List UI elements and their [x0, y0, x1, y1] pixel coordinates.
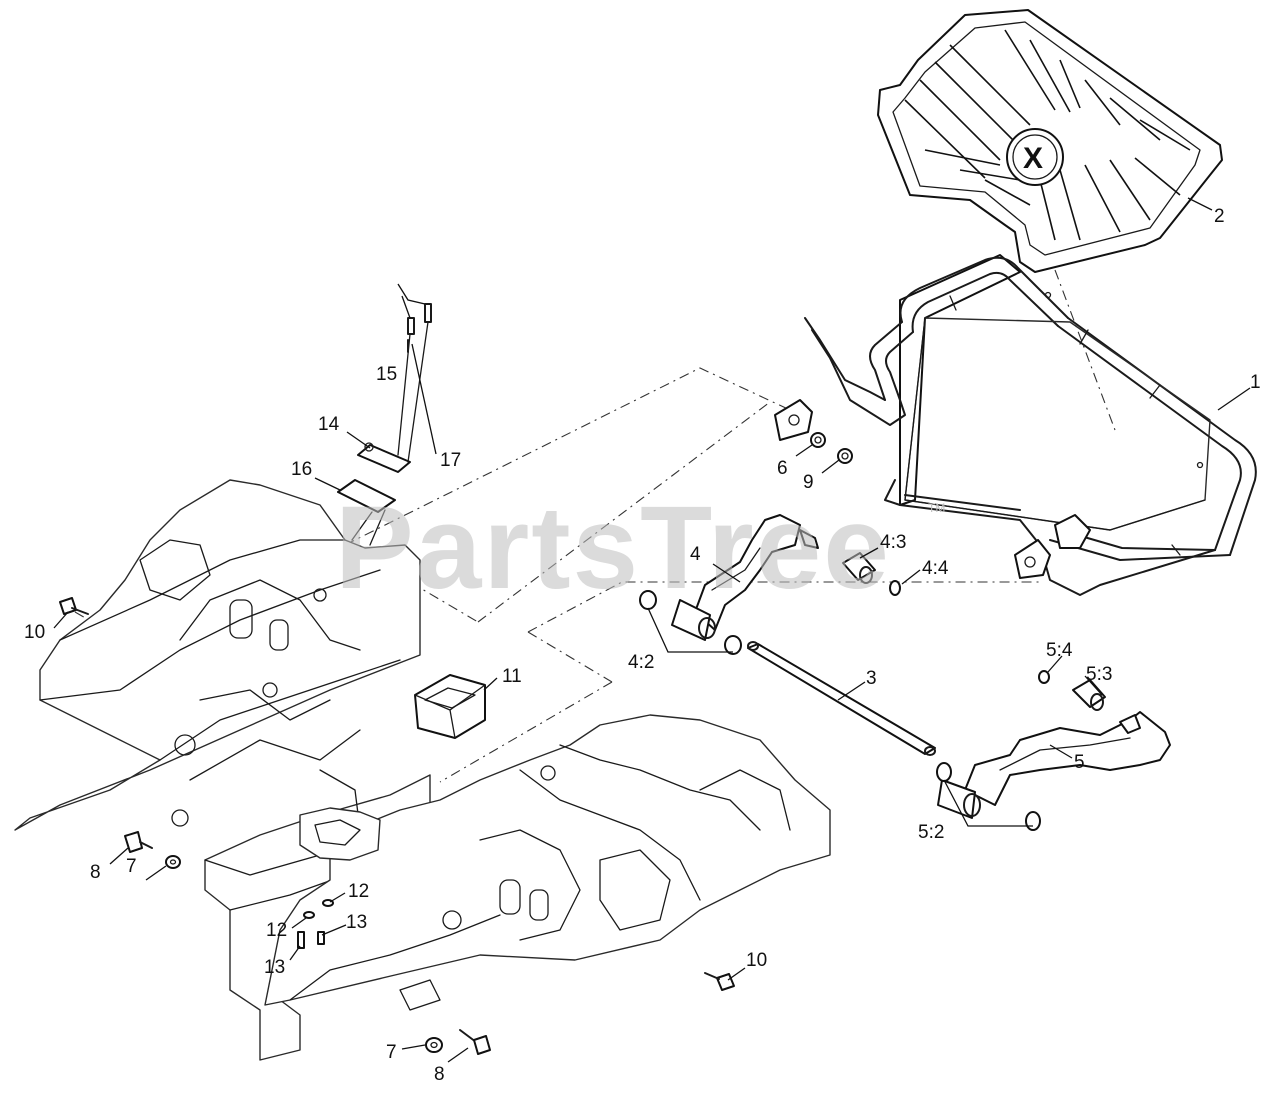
part-5-3-spacer [1072, 679, 1106, 711]
callout-14: 14 [318, 414, 340, 435]
callout-10-upper: 10 [24, 622, 45, 643]
watermark: PartsTree TM [335, 482, 945, 614]
part-7-washer-lower [425, 1037, 443, 1053]
callout-9: 9 [803, 472, 814, 493]
part-5-2-bushings [936, 762, 1041, 831]
part-14-plate [357, 442, 411, 473]
callout-3: 3 [866, 668, 877, 689]
callout-4-3: 4:3 [880, 532, 906, 553]
part-4-4-clip [889, 580, 901, 596]
callout-10-lower: 10 [746, 950, 767, 971]
part-4-pedal-arm [671, 514, 819, 641]
callout-2: 2 [1214, 206, 1225, 227]
part-5-4-clip [1038, 670, 1050, 684]
callout-13-left: 13 [264, 957, 285, 978]
part-1-handle-frame [774, 254, 1257, 596]
part-2-foot-mat: X [877, 9, 1223, 273]
callout-4-4: 4:4 [922, 558, 949, 579]
callout-8-lower: 8 [434, 1064, 445, 1085]
callout-17: 17 [440, 450, 461, 471]
watermark-text: PartsTree [335, 482, 891, 614]
part-10-bolt-lower [704, 972, 735, 991]
callout-8-upper: 8 [90, 862, 101, 883]
callout-5: 5 [1074, 752, 1085, 773]
callout-12-right: 12 [348, 881, 369, 902]
callout-7-upper: 7 [126, 856, 137, 877]
part-4-2-bushings [639, 590, 742, 655]
part-9-nut [837, 448, 853, 464]
center-cross-bracket [299, 807, 381, 861]
part-6-nut [810, 432, 826, 448]
callout-4: 4 [690, 544, 701, 565]
leader-lines [53, 197, 1251, 1063]
part-10-bolt-upper [59, 597, 89, 615]
part-11-bumper-block [414, 674, 486, 739]
callout-5-2: 5:2 [918, 822, 944, 843]
callout-labels: 1 2 3 4 4:2 4:3 4:4 5 5:2 5:3 5:4 6 7 7 … [24, 206, 1261, 1085]
callout-4-2: 4:2 [628, 652, 654, 673]
part-7-washer-upper [165, 855, 181, 869]
callout-16: 16 [291, 459, 312, 480]
part-15-screws [397, 303, 432, 463]
callout-12-left: 12 [266, 920, 287, 941]
callout-13-right: 13 [346, 912, 367, 933]
part-3-rod [747, 641, 936, 756]
part-13-pins [297, 931, 325, 949]
callout-15: 15 [376, 364, 397, 385]
part-5-pedal-arm [937, 711, 1171, 819]
callout-1: 1 [1250, 372, 1261, 393]
watermark-tm: TM [928, 501, 945, 515]
part-8-bolt-lower [459, 1029, 491, 1055]
callout-6: 6 [777, 458, 788, 479]
mat-slats [904, 29, 1191, 241]
callout-5-4: 5:4 [1046, 640, 1073, 661]
callout-5-3: 5:3 [1086, 664, 1112, 685]
callout-11: 11 [502, 666, 522, 687]
part-12-washers [303, 899, 334, 919]
mat-logo: X [1023, 142, 1043, 175]
callout-7-lower: 7 [386, 1042, 397, 1063]
frame-left-upper [14, 479, 421, 831]
part-16-gasket [337, 479, 396, 513]
part-8-bolt-upper [124, 831, 153, 853]
part-4-3-spacer [842, 552, 876, 584]
